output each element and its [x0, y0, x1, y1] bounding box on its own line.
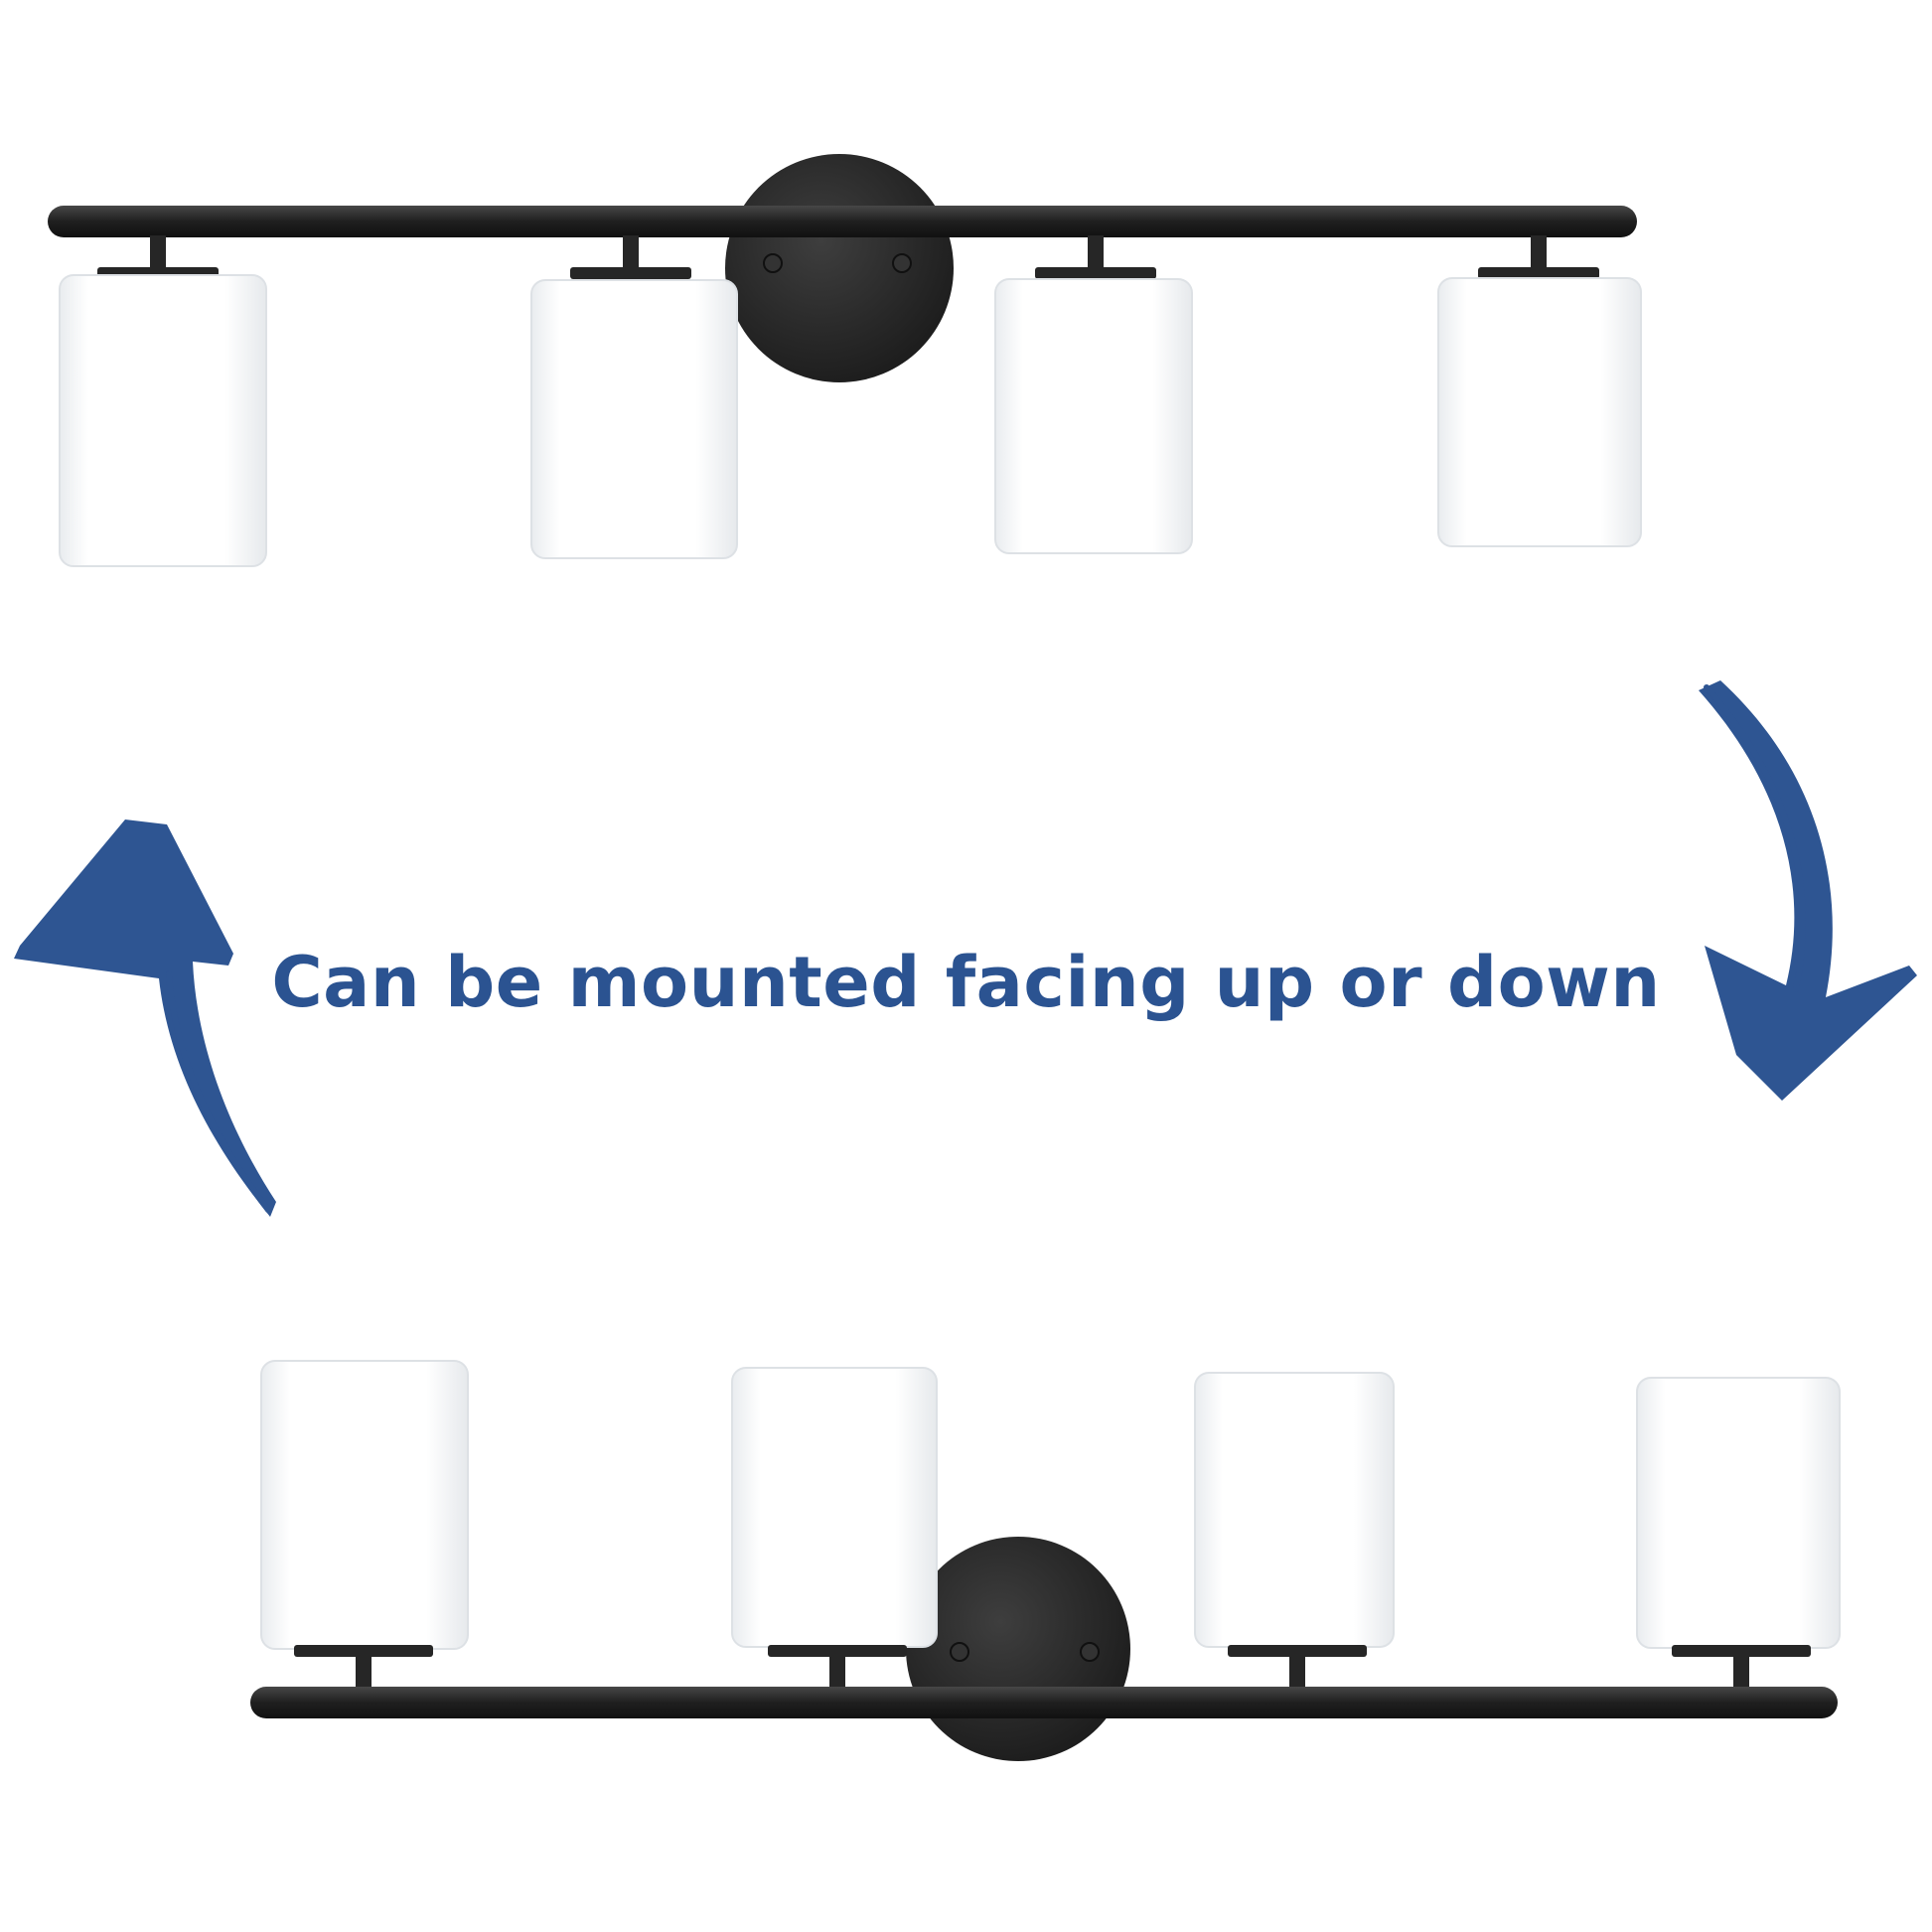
glass-shade — [260, 1360, 469, 1650]
glass-shade — [994, 278, 1193, 554]
wall-plate-bottom — [906, 1537, 1130, 1761]
glass-shade — [731, 1367, 938, 1648]
fixture-top — [48, 154, 1642, 567]
socket-stems-bottom — [294, 1645, 1811, 1689]
arrow-down-tail-stroke — [1704, 684, 1806, 992]
glass-shade — [59, 274, 267, 567]
arrow-down-icon — [1699, 680, 1917, 1101]
fixture-bottom — [250, 1360, 1841, 1761]
mounting-caption: Can be mounted facing up or down — [271, 942, 1661, 1023]
glass-shade — [530, 279, 738, 559]
glass-shade — [1636, 1377, 1841, 1649]
glass-shade — [1194, 1372, 1395, 1648]
fixture-bar-bottom — [250, 1687, 1838, 1718]
glass-shades-top — [59, 274, 1642, 567]
arrow-up-tail-stroke — [166, 970, 271, 1213]
wall-plate-top — [725, 154, 954, 382]
glass-shade — [1437, 277, 1642, 547]
mounting-screw — [763, 253, 783, 273]
glass-shades-bottom — [260, 1360, 1841, 1650]
fixture-bar-top — [48, 206, 1637, 237]
mounting-screw — [1080, 1642, 1100, 1662]
mounting-screw — [950, 1642, 969, 1662]
mounting-screw — [892, 253, 912, 273]
